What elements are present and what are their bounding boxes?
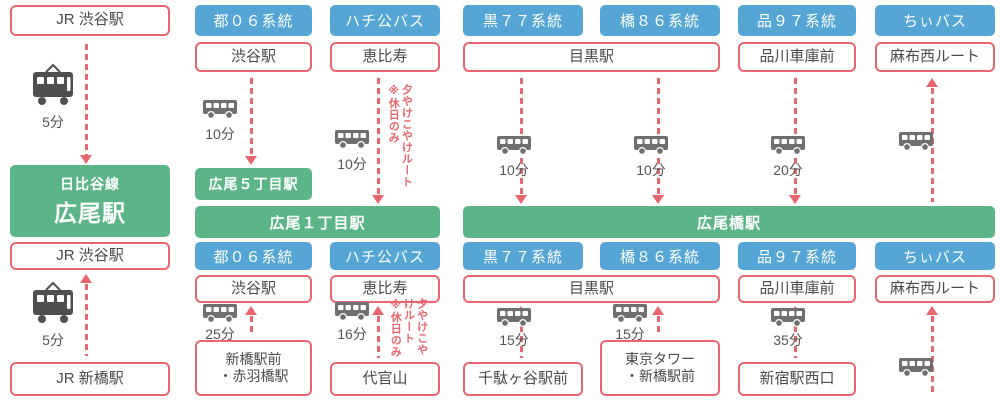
direction-box-azabu: 麻布西ルート: [875, 275, 995, 303]
up-arrow-head: [652, 306, 664, 315]
origin-line-2: ・赤羽橋駅: [218, 368, 289, 384]
origin-box-shinjuku-west: 新宿駅西口: [738, 362, 856, 396]
direction-box-shinagawa: 品川車庫前: [738, 275, 856, 303]
up-arrow-head: [80, 274, 92, 283]
station-box-hiroo1: 広尾１丁目駅: [195, 206, 440, 238]
down-arrow-head: [80, 155, 92, 164]
route-note-name: 夕やけこやけルート: [400, 84, 413, 188]
down-arrow-head: [789, 195, 801, 204]
system-badge-kuro77-bottom: 黒７７系統: [463, 242, 583, 270]
down-arrow-head: [515, 195, 527, 204]
origin-box-tokyotower-shimbashi: 東京タワー ・新橋駅前: [600, 340, 720, 396]
ride-time: 35分: [773, 332, 803, 348]
ride-time: 10分: [205, 126, 235, 142]
system-badge-shina97-bottom: 品９７系統: [738, 242, 856, 270]
station-box-hiroo5: 広尾５丁目駅: [195, 168, 312, 200]
station-box-hiroobashi: 広尾橋駅: [463, 206, 995, 238]
arrow-dash: [520, 316, 523, 358]
bus-icon: [202, 98, 238, 120]
route-note-name: 夕やけこやけルート: [402, 298, 428, 356]
origin-box-meguro-top: 目黒駅: [463, 42, 720, 72]
system-badge-hachiko-bottom: ハチ公バス: [330, 242, 440, 270]
rail-bottom-origin-box: JR 新橋駅: [10, 362, 170, 396]
arrow-dash: [250, 78, 253, 156]
down-arrow-head: [245, 156, 257, 165]
train-icon: [30, 280, 76, 326]
up-arrow-head: [245, 306, 257, 315]
system-badge-kuro77-top: 黒７７系統: [463, 5, 583, 36]
ride-time: 10分: [499, 162, 529, 178]
arrow-dash: [657, 316, 660, 336]
origin-line-1: 東京タワー: [625, 350, 695, 367]
station-box-hiroo-metro: 日比谷線 広尾駅: [10, 165, 170, 237]
ride-time: 15分: [499, 332, 529, 348]
ride-time: 20分: [773, 162, 803, 178]
origin-line-2: ・新橋駅前: [625, 368, 695, 384]
system-badge-hashi86-bottom: 橋８６系統: [600, 242, 720, 270]
system-badge-hachiko-top: ハチ公バス: [330, 5, 440, 36]
up-arrow-head: [926, 306, 938, 315]
bus-icon: [202, 302, 238, 324]
bus-icon: [612, 302, 648, 324]
bus-icon: [633, 134, 669, 156]
route-note: 夕やけこやけルート ※休日のみ: [386, 84, 412, 196]
system-badge-chiibus-top: ちぃバス: [875, 5, 995, 36]
system-badge-chiibus-bottom: ちぃバス: [875, 242, 995, 270]
arrow-dash: [931, 316, 934, 394]
bus-icon: [334, 300, 370, 322]
up-arrow-head: [926, 78, 938, 87]
arrow-dash: [85, 284, 88, 356]
origin-box-azabu-top: 麻布西ルート: [875, 42, 995, 72]
route-note-caution: ※休日のみ: [387, 84, 400, 144]
origin-box-shinagawa-top: 品川車庫前: [738, 42, 856, 72]
up-arrow-head: [372, 306, 384, 315]
ride-time: 16分: [337, 326, 367, 342]
system-badge-to06-bottom: 都０６系統: [195, 242, 312, 270]
route-note: 夕やけこやけルート ※休日のみ: [388, 298, 428, 362]
route-note-caution: ※休日のみ: [389, 298, 402, 358]
arrow-dash: [250, 316, 253, 336]
ride-time: 5分: [42, 332, 64, 348]
ride-time: 10分: [636, 162, 666, 178]
arrow-dash: [85, 44, 88, 155]
bus-icon: [898, 356, 934, 378]
origin-line-1: 新橋駅前: [225, 350, 282, 367]
bus-icon: [334, 128, 370, 150]
ride-time: 5分: [42, 114, 64, 130]
ride-time: 10分: [337, 156, 367, 172]
system-badge-shina97-top: 品９７系統: [738, 5, 856, 36]
down-arrow-head: [652, 195, 664, 204]
bus-icon: [898, 130, 934, 152]
origin-box-daikanyama: 代官山: [330, 362, 440, 396]
arrow-dash: [377, 78, 380, 195]
bus-icon: [770, 306, 806, 328]
ride-time: 15分: [615, 326, 645, 342]
origin-box-shimbashi-akabanebashi: 新橋駅前 ・赤羽橋駅: [195, 340, 312, 396]
rail-top-origin-box: JR 渋谷駅: [10, 5, 170, 36]
bus-icon: [496, 306, 532, 328]
rail-bottom-direction-box: JR 渋谷駅: [10, 242, 170, 270]
station-name: 広尾駅: [54, 200, 126, 226]
origin-box-shibuya-top: 渋谷駅: [195, 42, 312, 72]
system-badge-hashi86-top: 橋８６系統: [600, 5, 720, 36]
ride-time: 25分: [205, 326, 235, 342]
arrow-dash: [377, 316, 380, 358]
bus-icon: [496, 134, 532, 156]
direction-box-shibuya: 渋谷駅: [195, 275, 312, 303]
bus-icon: [770, 134, 806, 156]
origin-box-sendagaya: 千駄ヶ谷駅前: [463, 362, 583, 396]
direction-box-meguro: 目黒駅: [463, 275, 720, 303]
arrow-dash: [794, 316, 797, 358]
train-icon: [30, 62, 76, 108]
station-line-name: 日比谷線: [60, 176, 120, 192]
origin-box-ebisu-top: 恵比寿: [330, 42, 440, 72]
direction-box-ebisu: 恵比寿: [330, 275, 440, 303]
system-badge-to06-top: 都０６系統: [195, 5, 312, 36]
down-arrow-head: [372, 195, 384, 204]
